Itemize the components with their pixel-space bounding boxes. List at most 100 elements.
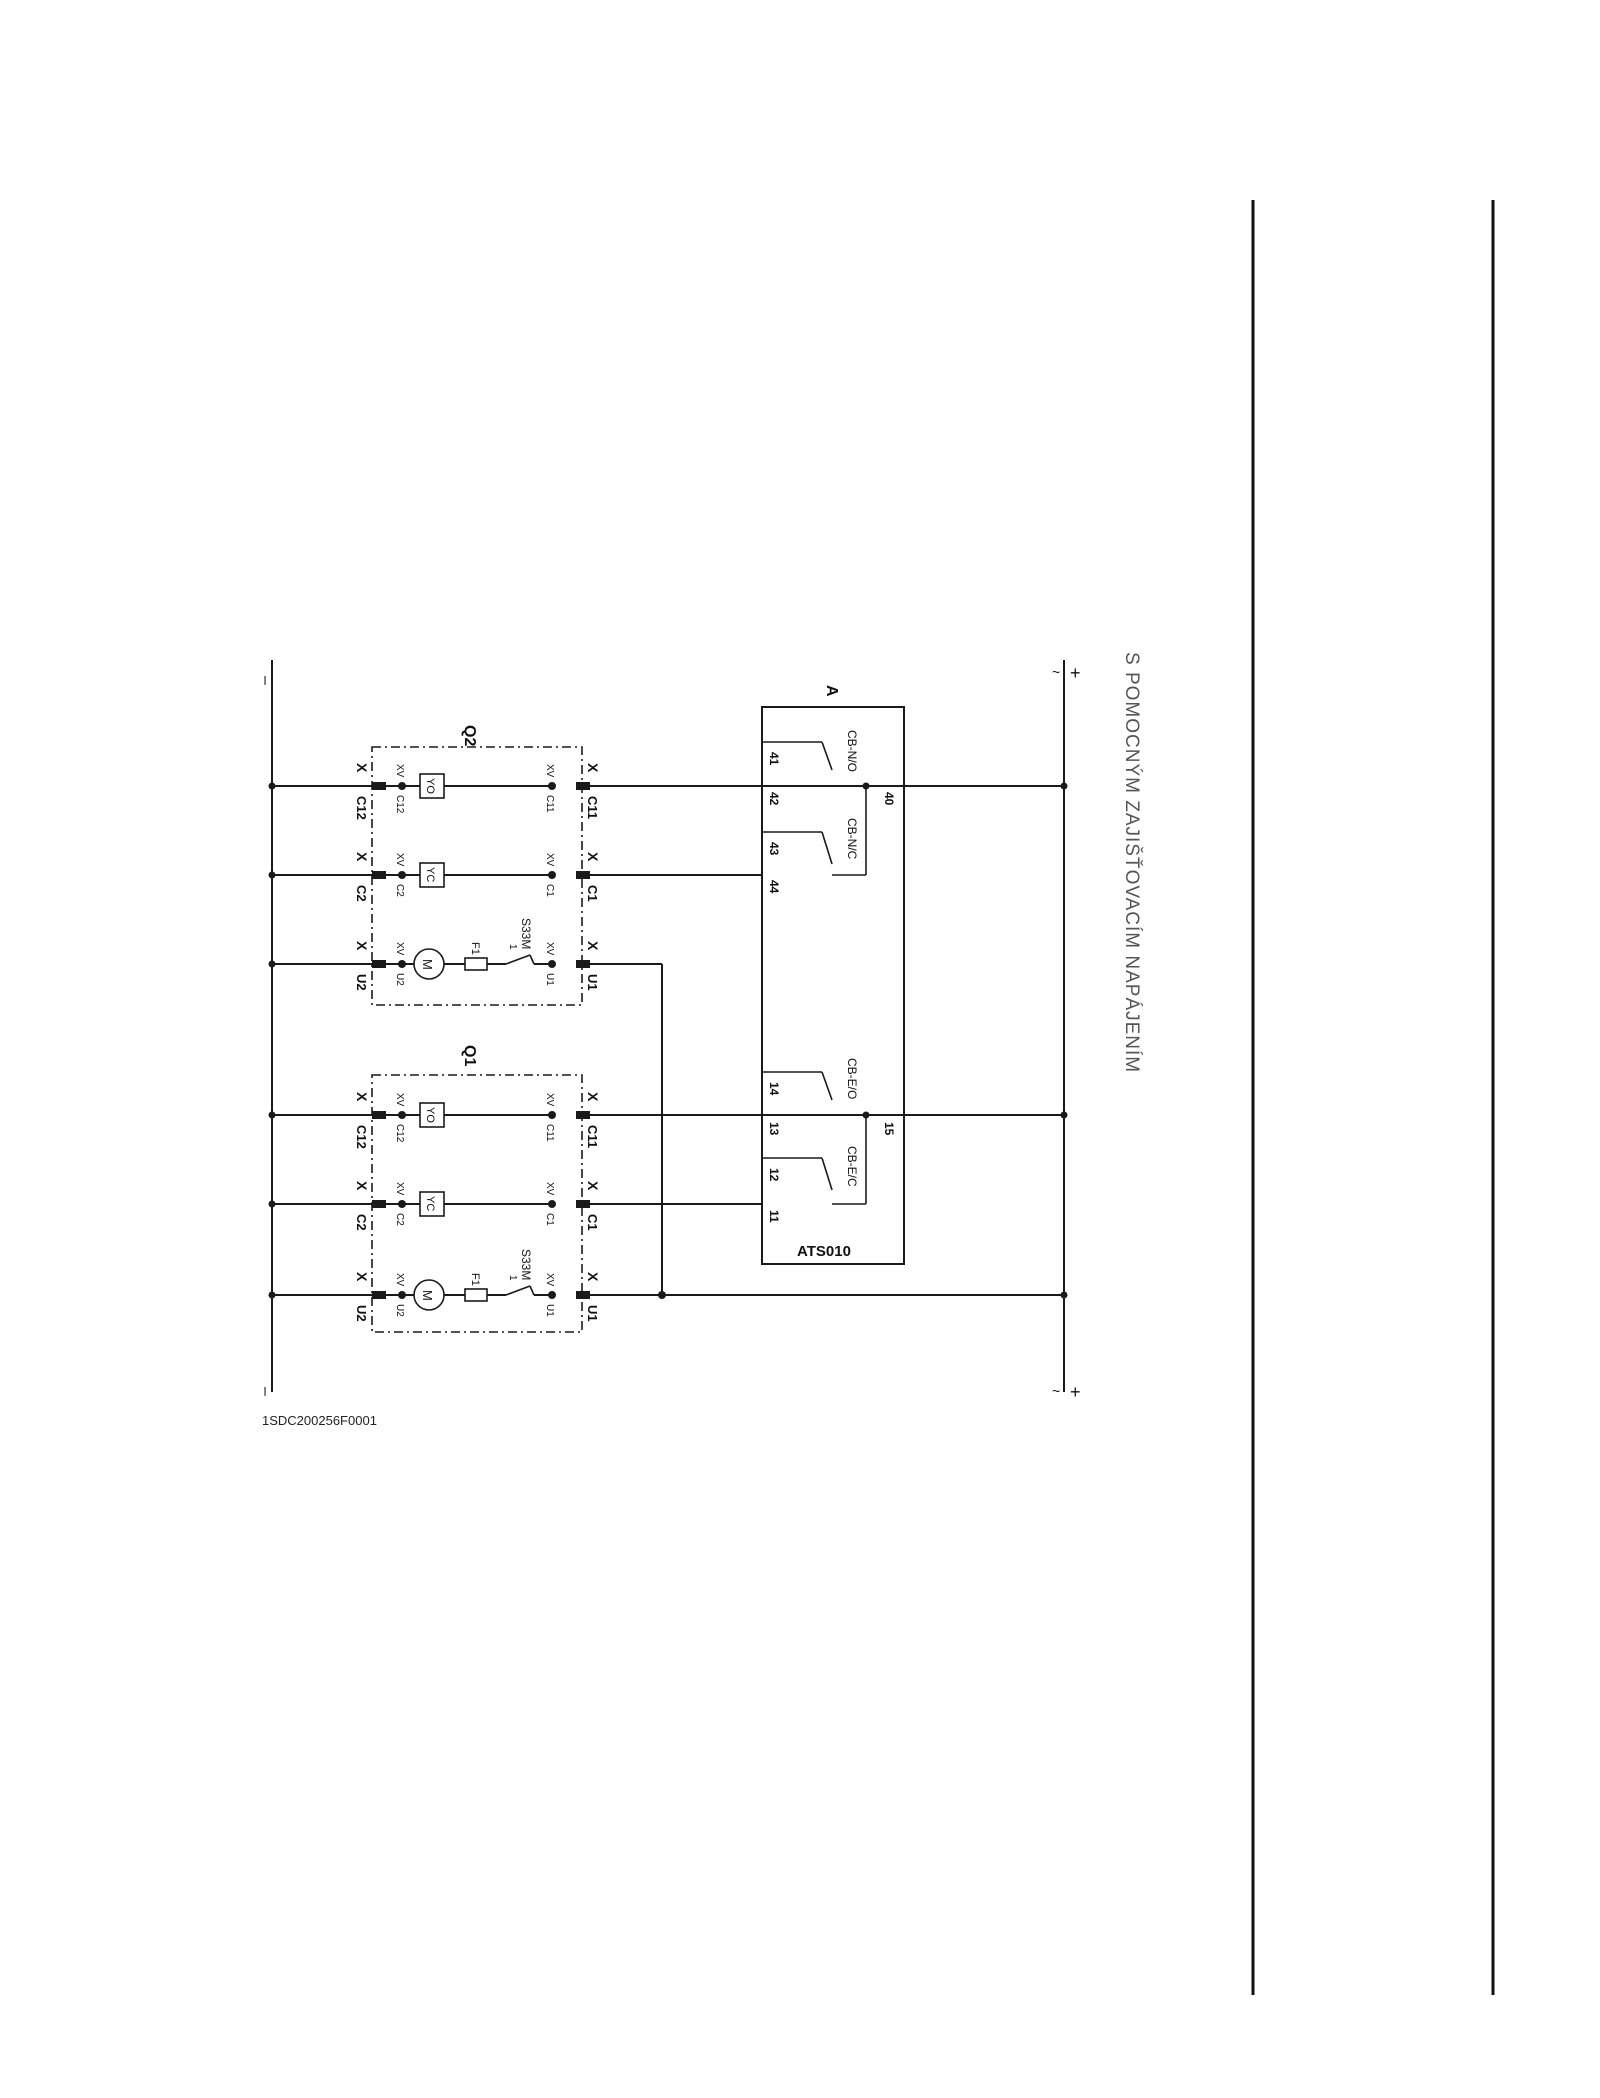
ats-model: ATS010 (797, 1243, 851, 1260)
tilde-top: ~ (1052, 664, 1060, 680)
q1-limit-switch-label: S33M (519, 1249, 533, 1280)
bus-junctions (268, 782, 1068, 1299)
q1-term-c11: C11 (585, 1125, 600, 1148)
drawing-code: 1SDC200256F0001 (262, 1413, 377, 1428)
q2-xv-u1: U1 (544, 973, 555, 986)
q1-label: Q1 (461, 1045, 478, 1066)
q1-motor-label: M (420, 1290, 435, 1301)
q1-term-c2: C2 (354, 1214, 369, 1231)
q2-term-c2: C2 (354, 885, 369, 902)
q1-term-c1: C1 (585, 1214, 600, 1231)
q2-connectors (372, 782, 590, 968)
ats-box (761, 706, 905, 1265)
q2-xv-right-2: XV (544, 853, 555, 867)
q2-term-c11: C11 (585, 796, 600, 819)
tilde-bottom: ~ (1052, 1383, 1060, 1399)
ats-cb-nc-label: CB-N/C (845, 818, 859, 860)
ats-pin-42: 42 (767, 792, 781, 806)
q1-xv-c12: C12 (394, 1124, 405, 1143)
q1-motor-icon (413, 1279, 445, 1311)
ats-pin-41: 41 (767, 752, 781, 766)
q2-x-left-1: X (354, 763, 370, 773)
ats-pin-11: 11 (767, 1210, 781, 1223)
ats-pin-44: 44 (767, 880, 781, 894)
q2-limit-switch-label: S33M (519, 918, 533, 949)
q1-x-left-2: X (354, 1181, 370, 1191)
q1-yc-label: YC (424, 1196, 436, 1211)
q1-xv-right-2: XV (544, 1182, 555, 1196)
ats-cb-no-label: CB-N/O (845, 730, 859, 772)
q2-fuse-label: F1 (469, 942, 481, 955)
q1-xv-c1: C1 (544, 1213, 555, 1226)
q2-x-right-1: X (585, 763, 601, 773)
q2-xv-c12: C12 (394, 795, 405, 814)
q2-limit-switch-contact: 1 (507, 944, 518, 950)
q2-label: Q2 (461, 725, 478, 746)
q1-x-right-2: X (585, 1181, 601, 1191)
q1-xv-left-3: XV (394, 1273, 405, 1287)
positive-bus-symbol-top: + (1070, 663, 1081, 683)
q2-xv-left-1: XV (394, 764, 405, 778)
q2-xv-right-3: XV (544, 942, 555, 956)
q2-term-c12: C12 (354, 796, 369, 820)
q1-xv-right-3: XV (544, 1273, 555, 1287)
q1-xv-c2: C2 (394, 1213, 405, 1226)
q1-limit-switch-icon (505, 1285, 531, 1296)
q2-x-left-2: X (354, 852, 370, 862)
q1-x-left-3: X (354, 1272, 370, 1282)
q1-term-c12: C12 (354, 1125, 369, 1149)
ats-pin-40: 40 (882, 792, 896, 806)
q2-xv-c1: C1 (544, 884, 555, 897)
ats-pin-43: 43 (767, 842, 781, 856)
q2-yo-label: YO (424, 778, 436, 794)
q1-x-left-1: X (354, 1092, 370, 1102)
negative-bus-symbol-bottom: – (257, 1387, 274, 1396)
q2-yo-coil (419, 773, 445, 799)
q1-term-u2: U2 (354, 1305, 369, 1322)
q2-motor-icon (413, 948, 445, 980)
ats-pin-12: 12 (767, 1168, 781, 1182)
q1-xv-right-1: XV (544, 1093, 555, 1107)
ats010-unit: A ATS010 CB-N/O 41 42 CB-N/C 43 44 40 CB… (761, 685, 905, 1265)
q2-yc-label: YC (424, 867, 436, 882)
q1-fuse-icon (464, 1288, 488, 1302)
q2-xv-left-2: XV (394, 853, 405, 867)
q1-fuse-label: F1 (469, 1273, 481, 1286)
q1-xv-left-2: XV (394, 1182, 405, 1196)
q2-term-u1: U1 (585, 974, 600, 991)
q2-term-u2: U2 (354, 974, 369, 991)
breaker-q2: Q2 YO YC M F1 S33M 1 (272, 725, 1064, 1295)
q1-x-right-3: X (585, 1272, 601, 1282)
q1-limit-switch-contact: 1 (507, 1275, 518, 1281)
ats-cb-eo-label: CB-E/O (845, 1058, 859, 1099)
q2-x-right-2: X (585, 852, 601, 862)
section-title-container: S POMOCNÝM ZAJIŠŤOVACÍM NAPÁJENÍM (1118, 652, 1148, 1082)
q1-yo-coil (419, 1102, 445, 1128)
q2-x-right-3: X (585, 941, 601, 951)
q2-xv-left-3: XV (394, 942, 405, 956)
q2-xv-c2: C2 (394, 884, 405, 897)
q1-yo-label: YO (424, 1107, 436, 1123)
q1-x-right-1: X (585, 1092, 601, 1102)
q2-yc-coil (419, 862, 445, 888)
q2-xv-right-1: XV (544, 764, 555, 778)
q2-xv-u2: U2 (394, 973, 405, 986)
q2-fuse-icon (464, 957, 488, 971)
q2-motor-label: M (420, 959, 435, 970)
q1-yc-coil (419, 1191, 445, 1217)
section-title: S POMOCNÝM ZAJIŠŤOVACÍM NAPÁJENÍM (1121, 652, 1142, 1074)
ats-cb-ec-label: CB-E/C (845, 1146, 859, 1187)
ats-pin-13: 13 (767, 1122, 781, 1136)
q2-limit-switch-icon (505, 954, 531, 965)
ats-pin-15: 15 (882, 1122, 896, 1136)
ats-label: A (823, 685, 840, 697)
ats-pin-14: 14 (767, 1082, 781, 1096)
q1-connectors (372, 1111, 590, 1299)
q1-xv-u1: U1 (544, 1304, 555, 1317)
positive-bus-symbol-bottom: + (1070, 1382, 1081, 1402)
breaker-q1: Q1 YO YC M F1 S33M 1 (272, 1045, 1064, 1333)
q1-xv-u2: U2 (394, 1304, 405, 1317)
q1-xv-c11: C11 (544, 1124, 555, 1142)
negative-bus-symbol-top: – (257, 676, 274, 685)
